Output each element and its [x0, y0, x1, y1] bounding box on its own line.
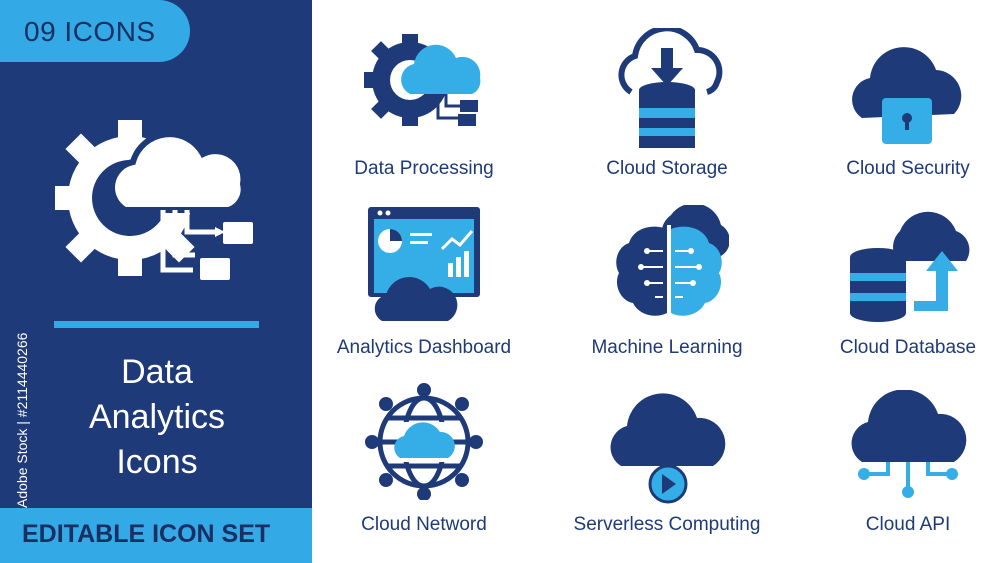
footer-text: EDITABLE ICON SET	[22, 520, 271, 548]
data-processing-icon	[364, 34, 481, 126]
icon-card-data-processing: Data Processing	[314, 28, 534, 188]
analytics-dashboard-icon	[368, 207, 480, 321]
icon-label-data-processing: Data Processing	[354, 158, 494, 179]
panel-title-line-3: Icons	[116, 443, 198, 481]
icon-label-cloud-database: Cloud Database	[839, 337, 977, 358]
machine-learning-icon	[616, 205, 729, 317]
panel-divider	[54, 321, 259, 328]
icon-card-cloud-api: Cloud API	[798, 382, 1000, 542]
panel-title-line-1: Data	[121, 353, 193, 391]
icon-card-cloud-database: Cloud Database	[798, 205, 1000, 365]
stock-id-text: Adobe Stock | #2114440266	[14, 332, 30, 508]
icon-card-machine-learning: Machine Learning	[557, 205, 777, 365]
icon-card-cloud-storage: Cloud Storage	[557, 28, 777, 188]
icon-label-serverless-computing: Serverless Computing	[573, 514, 761, 535]
icon-label-analytics-dashboard: Analytics Dashboard	[336, 337, 512, 358]
icon-label-machine-learning: Machine Learning	[591, 337, 743, 358]
stock-id-watermark: Adobe Stock | #2114440266	[4, 310, 34, 510]
footer-bar: EDITABLE ICON SET	[0, 508, 312, 563]
cloud-storage-icon	[618, 28, 723, 148]
icon-label-cloud-api: Cloud API	[865, 514, 951, 535]
panel-title-line-2: Analytics	[88, 398, 226, 436]
icon-label-cloud-network: Cloud Netword	[361, 514, 487, 535]
icon-card-serverless-computing: Serverless Computing	[557, 382, 777, 542]
icon-card-cloud-security: Cloud Security	[798, 28, 1000, 188]
icon-card-analytics-dashboard: Analytics Dashboard	[314, 205, 534, 365]
icon-label-cloud-storage: Cloud Storage	[606, 158, 728, 179]
cloud-security-icon	[852, 47, 962, 144]
icon-count-text: 09 ICONS	[24, 16, 156, 47]
cloud-api-icon	[851, 390, 967, 498]
gear-cloud-data-icon	[55, 120, 253, 280]
cloud-network-icon	[365, 383, 483, 500]
left-panel: 09 ICONS	[0, 0, 312, 563]
icon-card-cloud-network: Cloud Netword	[314, 382, 534, 542]
icon-count-badge: 09 ICONS	[0, 0, 190, 62]
icon-label-cloud-security: Cloud Security	[846, 158, 970, 179]
panel-title: Data Analytics Icons	[20, 350, 294, 485]
cloud-database-icon	[850, 211, 970, 322]
serverless-computing-icon	[610, 393, 726, 504]
